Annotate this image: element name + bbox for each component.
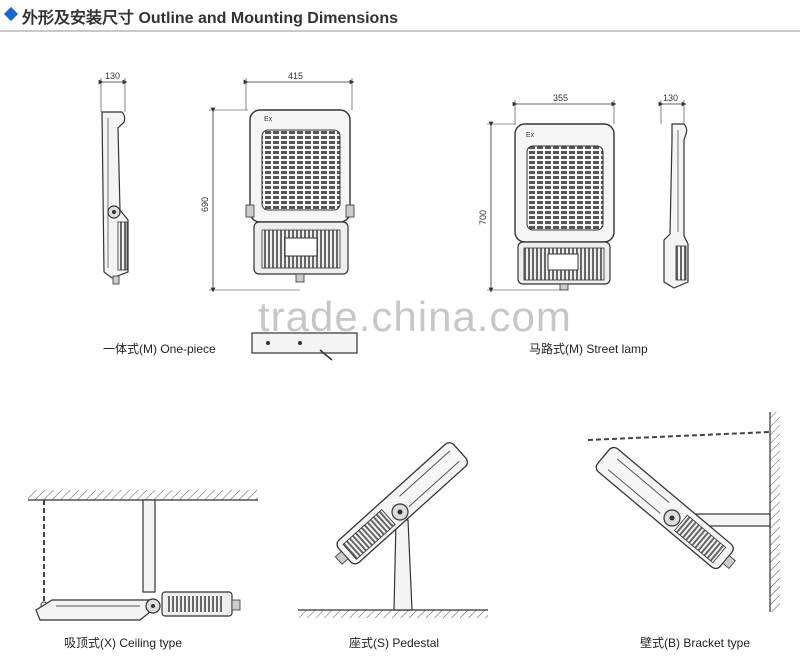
section-header: 外形及安装尺寸 Outline and Mounting Dimensions	[0, 0, 800, 30]
caption-onepiece: 一体式(M) One-piece	[103, 342, 216, 356]
bracket-diagram	[587, 412, 780, 612]
street-front-view	[487, 100, 617, 293]
dim-130-onepiece: 130	[105, 71, 120, 81]
watermark: trade.china.com	[258, 293, 572, 340]
header-divider	[0, 30, 800, 32]
caption-ceiling: 吸顶式(X) Ceiling type	[64, 636, 183, 650]
caption-pedestal: 座式(S) Pedestal	[349, 636, 440, 650]
onepiece-front-view	[209, 78, 358, 361]
dim-415: 415	[288, 71, 303, 81]
caption-bracket: 壁式(B) Bracket type	[640, 636, 751, 650]
onepiece-side-view	[98, 78, 129, 285]
dim-355: 355	[553, 93, 568, 103]
caption-street: 马路式(M) Street lamp	[529, 342, 648, 356]
ex-label-onepiece: Ex	[264, 116, 273, 123]
dim-700: 700	[478, 210, 488, 225]
dim-690: 690	[200, 197, 210, 212]
street-side-view	[658, 100, 689, 289]
section-title: 外形及安装尺寸 Outline and Mounting Dimensions	[22, 10, 398, 27]
ex-label-street: Ex	[526, 132, 535, 139]
pedestal-diagram	[298, 442, 488, 618]
dim-130-street: 130	[663, 93, 678, 103]
ceiling-diagram	[28, 490, 258, 621]
